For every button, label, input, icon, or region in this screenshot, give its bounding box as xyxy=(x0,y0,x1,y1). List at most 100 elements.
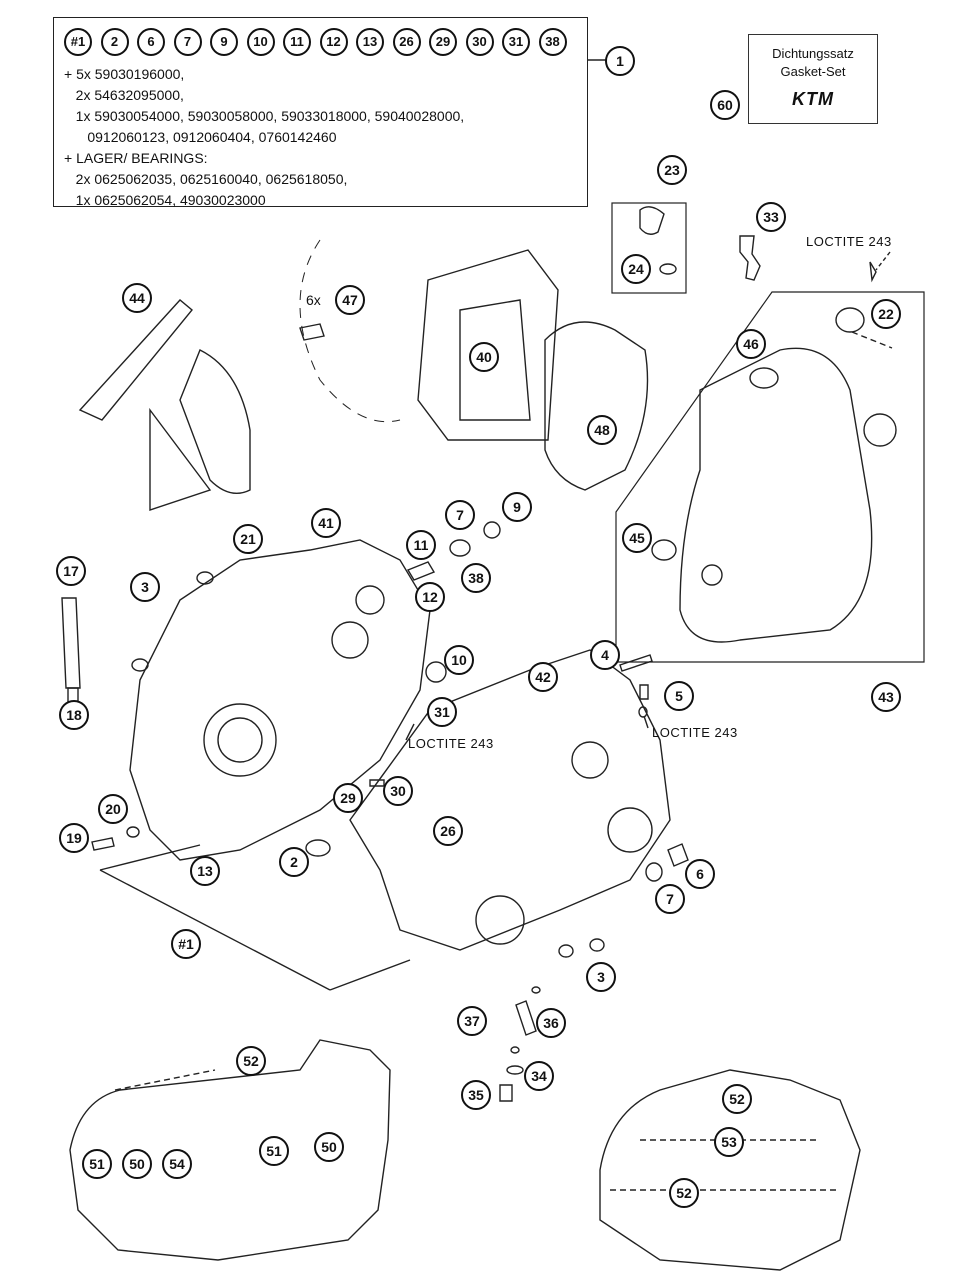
callout-24: 24 xyxy=(621,254,651,284)
callout-10: 10 xyxy=(444,645,474,675)
callout-40: 40 xyxy=(469,342,499,372)
spring-36-part xyxy=(515,1000,537,1036)
callout-44: 44 xyxy=(122,283,152,313)
gasket-set-label-de: Dichtungssatz xyxy=(772,46,854,61)
callout-37: 37 xyxy=(457,1006,487,1036)
callout-38: 38 xyxy=(461,563,491,593)
callout-assembly-1: #1 xyxy=(171,929,201,959)
callout-52: 52 xyxy=(722,1084,752,1114)
callout-13: 13 xyxy=(190,856,220,886)
kit-part-number: 10 xyxy=(246,28,275,56)
kit-part-number: 31 xyxy=(502,28,530,56)
kit-contents-text: + 5x 59030196000, 2x 54632095000, 1x 590… xyxy=(64,64,584,211)
kit-part-number: 11 xyxy=(283,28,311,56)
quantity-label: 6x xyxy=(306,292,321,308)
callout-22: 22 xyxy=(871,299,901,329)
callout-2: 2 xyxy=(279,847,309,877)
callout-26: 26 xyxy=(433,816,463,846)
callout-33: 33 xyxy=(756,202,786,232)
loctite-label: LOCTITE 243 xyxy=(652,725,738,740)
cover-40-part xyxy=(417,249,559,441)
kit-part-number: 7 xyxy=(173,28,202,56)
callout-3: 3 xyxy=(130,572,160,602)
callout-35: 35 xyxy=(461,1080,491,1110)
callout-6: 6 xyxy=(685,859,715,889)
kit-part-number: 29 xyxy=(429,28,457,56)
kit-part-line: 2x 54632095000, xyxy=(64,87,184,103)
seal-45-part xyxy=(651,539,677,561)
callout-18: 18 xyxy=(59,700,89,730)
kit-part-line: + LAGER/ BEARINGS: xyxy=(64,150,208,166)
callout-51: 51 xyxy=(259,1136,289,1166)
callout-3: 3 xyxy=(586,962,616,992)
kit-part-line: + 5x 59030196000, xyxy=(64,66,185,82)
callout-23: 23 xyxy=(657,155,687,185)
crankcase-gasket-right xyxy=(599,1069,861,1271)
kit-part-line: 2x 0625062035, 0625160040, 0625618050, xyxy=(64,171,348,187)
callout-60: 60 xyxy=(710,90,740,120)
callout-1: 1 xyxy=(605,46,635,76)
oil-plug-part xyxy=(639,206,665,235)
callout-54: 54 xyxy=(162,1149,192,1179)
seal-22-part xyxy=(835,307,865,333)
callout-29: 29 xyxy=(333,783,363,813)
callout-36: 36 xyxy=(536,1008,566,1038)
gasket-48-part xyxy=(544,321,649,491)
callout-50: 50 xyxy=(314,1132,344,1162)
callout-11: 11 xyxy=(406,530,436,560)
chain-guide-part xyxy=(78,299,193,421)
callout-46: 46 xyxy=(736,329,766,359)
callout-43: 43 xyxy=(871,682,901,712)
ktm-logo: KTM xyxy=(792,89,834,109)
kit-part-number: 13 xyxy=(356,28,384,56)
bracket-part xyxy=(739,235,761,281)
oil-plug-box xyxy=(611,202,687,294)
callout-30: 30 xyxy=(383,776,413,806)
callout-7: 7 xyxy=(655,884,685,914)
kit-part-number: 2 xyxy=(100,28,129,56)
callout-52: 52 xyxy=(236,1046,266,1076)
callout-31: 31 xyxy=(427,697,457,727)
kit-part-number: 26 xyxy=(392,28,421,56)
gasket-set-box: Dichtungssatz Gasket-Set KTM xyxy=(748,34,878,124)
clutch-cover-frame xyxy=(615,291,925,663)
callout-47: 47 xyxy=(335,285,365,315)
callout-41: 41 xyxy=(311,508,341,538)
kit-part-number: 9 xyxy=(210,28,238,56)
callout-20: 20 xyxy=(98,794,128,824)
kit-part-number: 30 xyxy=(465,28,494,56)
callout-50: 50 xyxy=(122,1149,152,1179)
seal-46-part xyxy=(749,367,779,389)
callout-52: 52 xyxy=(669,1178,699,1208)
o-ring-part xyxy=(659,263,677,275)
callout-4: 4 xyxy=(590,640,620,670)
callout-19: 19 xyxy=(59,823,89,853)
kit-part-line: 1x 0625062054, 49030023000 xyxy=(64,192,266,208)
callout-51: 51 xyxy=(82,1149,112,1179)
callout-34: 34 xyxy=(524,1061,554,1091)
kit-part-number: 38 xyxy=(538,28,567,56)
callout-53: 53 xyxy=(714,1127,744,1157)
callout-21: 21 xyxy=(233,524,263,554)
callout-9: 9 xyxy=(502,492,532,522)
loctite-label: LOCTITE 243 xyxy=(806,234,892,249)
callout-17: 17 xyxy=(56,556,86,586)
kit-part-number: #1 xyxy=(64,28,92,56)
callout-5: 5 xyxy=(664,681,694,711)
kit-part-number: 12 xyxy=(319,28,348,56)
callout-42: 42 xyxy=(528,662,558,692)
dowel-pin-part xyxy=(61,597,81,689)
callout-12: 12 xyxy=(415,582,445,612)
crankcase-gasket-left xyxy=(69,1039,391,1261)
kit-part-line: 1x 59030054000, 59030058000, 59033018000… xyxy=(64,108,465,124)
kit-part-line: 0912060123, 0912060404, 0760142460 xyxy=(64,129,337,145)
clutch-cover-part xyxy=(679,347,873,643)
left-crankcase-part xyxy=(129,539,431,861)
callout-45: 45 xyxy=(622,523,652,553)
gasket-set-label-en: Gasket-Set xyxy=(780,64,846,79)
kit-part-number: 6 xyxy=(137,28,165,56)
callout-48: 48 xyxy=(587,415,617,445)
